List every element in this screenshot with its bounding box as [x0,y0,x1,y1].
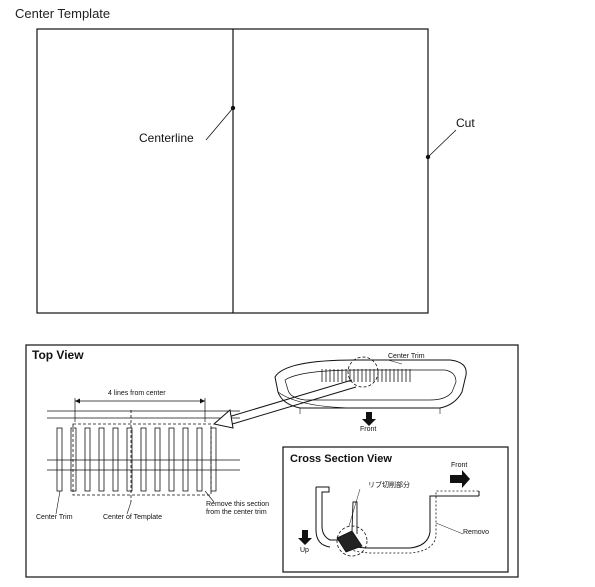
center-trim-top-label: Center Trim [388,353,425,360]
cross-front-label: Front [451,462,468,469]
centerline-leader [205,107,234,141]
center-of-template-label: Center of Template [103,514,163,521]
cross-section-heading: Cross Section View [290,453,392,465]
center-trim-left-label: Center Trim [36,514,73,521]
up-label: Up [300,547,309,554]
remove-section-label-1: Remove this section [206,501,270,508]
top-view-panel [25,344,519,578]
bumper-top-illustration [274,356,467,426]
top-front-label: Front [360,426,377,433]
rib-section-label: リブ切削部分 [368,482,410,489]
trim-lines-group [47,398,240,515]
cut-leader [427,129,457,158]
detail-arrow [212,379,357,429]
cross-remove-label: Removo [463,529,490,536]
top-view-heading: Top View [32,348,84,362]
cross-section-panel [282,446,509,573]
lines-from-center-label: 4 lines from center [108,390,166,397]
cut-label: Cut [456,116,475,130]
template-title: Center Template [15,6,111,21]
centerline-label: Centerline [139,131,194,145]
remove-section-label-2: from the center trim [206,509,267,516]
cross-section-illustration [298,470,480,557]
